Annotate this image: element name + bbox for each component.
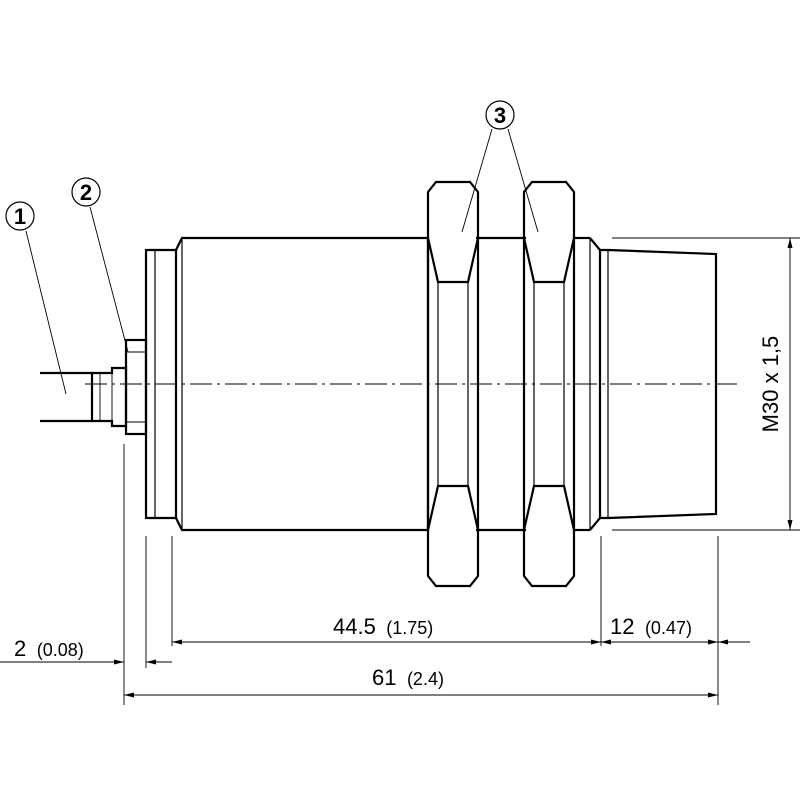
cable	[40, 371, 92, 423]
callout-2-number: 2	[80, 180, 92, 205]
dim-44-5-label: 44.5 (1.75)	[333, 614, 433, 639]
callout-3-number: 3	[494, 103, 506, 128]
callout-3: 3	[461, 100, 539, 233]
dimension-lines	[0, 238, 793, 698]
dim-61-label: 61 (2.4)	[372, 665, 444, 690]
connector-nut	[124, 338, 148, 436]
thread-size-label: M30 x 1,5	[758, 336, 783, 433]
callout-1: 1	[5, 201, 67, 395]
mounting-nut-left	[426, 180, 480, 588]
callout-2: 2	[71, 177, 129, 353]
dim-12-label: 12 (0.47)	[610, 614, 692, 639]
callout-1-number: 1	[14, 204, 26, 229]
cable-gland	[90, 366, 128, 428]
extension-lines	[123, 237, 800, 705]
dim-2-label: 2 (0.08)	[14, 636, 84, 661]
